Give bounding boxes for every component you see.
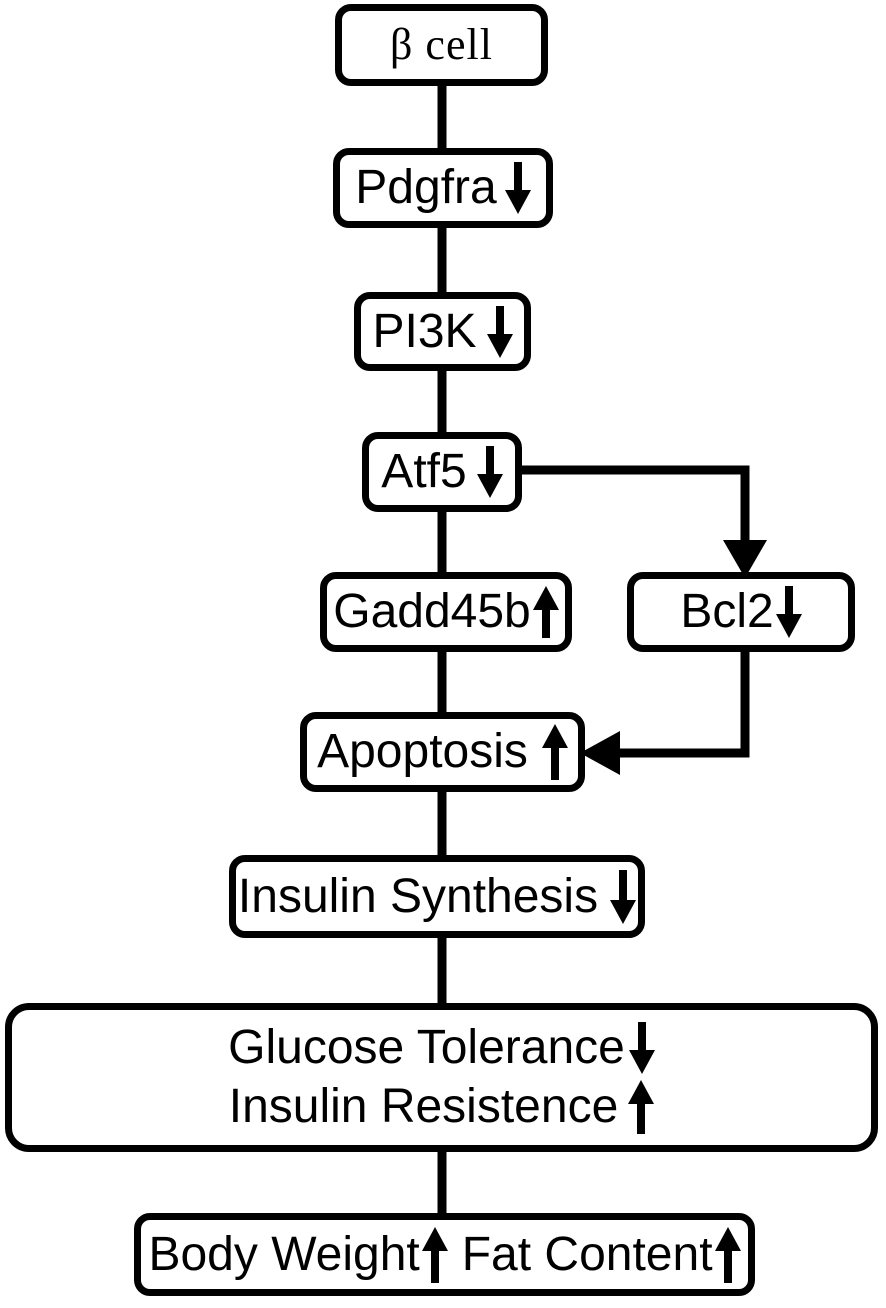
node-gadd45b[interactable]: Gadd45b: [320, 572, 572, 652]
node-beta-cell-label: β cell: [390, 20, 493, 69]
node-bcl2-label: Bcl2: [680, 585, 774, 638]
node-pdgfra-label: Pdgfra: [355, 161, 497, 214]
node-bcl2[interactable]: Bcl2: [627, 572, 855, 652]
node-body-weight-label: Body Weight: [148, 1227, 420, 1281]
arrow-up-icon: [628, 1079, 655, 1134]
arrow-up-icon: [532, 586, 559, 638]
metabolic-row-glucose-tolerance: Glucose Tolerance: [228, 1020, 655, 1074]
node-insulin-synthesis-label: Insulin Synthesis: [237, 869, 599, 923]
node-body-composition[interactable]: Body Weight Fat Content: [134, 1213, 755, 1296]
node-atf5-label: Atf5: [381, 445, 467, 498]
arrow-up-icon: [714, 1226, 741, 1283]
arrow-down-icon: [775, 586, 802, 638]
arrow-down-icon: [504, 162, 531, 214]
metabolic-row-insulin-resistence: Insulin Resistence: [228, 1079, 655, 1134]
node-metabolic-outcomes[interactable]: Glucose Tolerance Insulin Resistence: [5, 1003, 878, 1152]
node-beta-cell[interactable]: β cell: [335, 4, 548, 86]
node-gadd45b-label: Gadd45b: [333, 585, 531, 638]
arrow-up-icon: [541, 724, 568, 780]
node-fat-content-label: Fat Content: [461, 1227, 713, 1281]
arrow-down-icon: [610, 869, 637, 924]
node-apoptosis[interactable]: Apoptosis: [300, 712, 585, 792]
node-apoptosis-label: Apoptosis: [317, 725, 528, 778]
node-pdgfra[interactable]: Pdgfra: [333, 148, 553, 228]
node-pi3k[interactable]: PI3K: [354, 292, 531, 371]
arrow-down-icon: [486, 305, 513, 358]
arrow-down-icon: [628, 1021, 655, 1074]
node-atf5[interactable]: Atf5: [362, 432, 522, 512]
edge-bcl2-to-apoptosis: [615, 645, 750, 758]
edge-atf5-to-bcl2: [516, 465, 750, 545]
arrow-up-icon: [421, 1226, 448, 1283]
node-pi3k-label: PI3K: [372, 304, 477, 358]
metabolic-outcomes-stack: Glucose Tolerance Insulin Resistence: [228, 1020, 655, 1134]
arrowhead-into-apoptosis: [580, 731, 620, 775]
node-glucose-tolerance-label: Glucose Tolerance: [228, 1020, 625, 1074]
node-insulin-resistence-label: Insulin Resistence: [228, 1079, 619, 1133]
node-insulin-synthesis[interactable]: Insulin Synthesis: [229, 855, 645, 938]
arrow-down-icon: [476, 446, 503, 498]
